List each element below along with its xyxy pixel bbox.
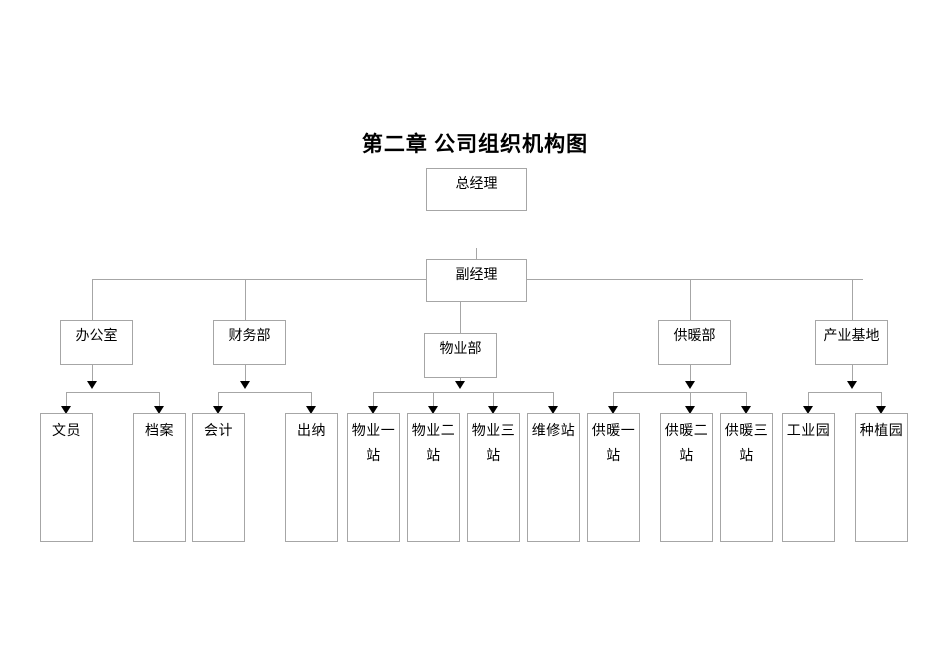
arrow-stem-industrial-base — [847, 381, 857, 389]
drop-to-heating — [690, 279, 691, 324]
arrow-to-archives — [154, 406, 164, 414]
bus-deputy-left — [92, 279, 427, 280]
arrow-to-heating-station-1 — [608, 406, 618, 414]
drop-to-office — [92, 279, 93, 324]
drop-to-accountant — [218, 392, 219, 410]
node-department-property[interactable]: 物业部 — [424, 333, 497, 378]
drop-to-clerk — [66, 392, 67, 410]
stem-finance — [245, 365, 246, 385]
arrow-to-planting-park — [876, 406, 886, 414]
drop-to-property-station-1 — [373, 392, 374, 410]
drop-to-property — [460, 302, 461, 337]
arrow-stem-finance — [240, 381, 250, 389]
node-unit-archives[interactable]: 档案 — [133, 413, 186, 542]
arrow-to-cashier — [306, 406, 316, 414]
arrow-to-heating-station-2 — [685, 406, 695, 414]
node-department-finance[interactable]: 财务部 — [213, 320, 286, 365]
drop-to-property-station-3 — [493, 392, 494, 410]
arrow-stem-property — [455, 381, 465, 389]
drop-to-repair-station — [553, 392, 554, 410]
arrow-to-repair-station — [548, 406, 558, 414]
bus-deputy-right — [527, 279, 863, 280]
drop-to-heating-station-1 — [613, 392, 614, 410]
drop-to-heating-station-2 — [690, 392, 691, 410]
stem-heating — [690, 365, 691, 385]
node-label: 供暖一站 — [591, 424, 636, 464]
node-label: 副经理 — [455, 268, 498, 283]
drop-to-industrial-base — [852, 279, 853, 324]
node-unit-heating-station-2[interactable]: 供暖二站 — [660, 413, 713, 542]
node-department-office[interactable]: 办公室 — [60, 320, 133, 365]
drop-to-property-station-2 — [433, 392, 434, 410]
bus-industrial-base-children — [808, 392, 881, 393]
arrow-stem-heating — [685, 381, 695, 389]
arrow-stem-office — [87, 381, 97, 389]
drop-to-archives — [159, 392, 160, 410]
page-title: 第二章 公司组织机构图 — [361, 132, 589, 156]
node-unit-planting-park[interactable]: 种植园 — [855, 413, 908, 542]
bus-office-children — [66, 392, 159, 393]
node-label: 供暖部 — [673, 329, 716, 344]
node-label: 供暖三站 — [724, 424, 769, 464]
node-unit-cashier[interactable]: 出纳 — [285, 413, 338, 542]
node-unit-accountant[interactable]: 会计 — [192, 413, 245, 542]
node-unit-heating-station-3[interactable]: 供暖三站 — [720, 413, 773, 542]
node-unit-industrial-park[interactable]: 工业园 — [782, 413, 835, 542]
node-label: 维修站 — [531, 424, 576, 439]
arrow-to-industrial-park — [803, 406, 813, 414]
arrow-to-property-station-1 — [368, 406, 378, 414]
node-label: 物业三站 — [471, 424, 516, 464]
node-label: 工业园 — [786, 424, 831, 439]
arrow-to-property-station-2 — [428, 406, 438, 414]
arrow-to-accountant — [213, 406, 223, 414]
drop-to-heating-station-3 — [746, 392, 747, 410]
arrow-to-clerk — [61, 406, 71, 414]
stem-office — [92, 365, 93, 385]
node-label: 种植园 — [859, 424, 904, 439]
node-label: 物业二站 — [411, 424, 456, 464]
node-label: 会计 — [204, 424, 233, 439]
drop-to-finance — [245, 279, 246, 324]
node-label: 产业基地 — [823, 329, 880, 344]
node-unit-repair-station[interactable]: 维修站 — [527, 413, 580, 542]
node-deputy-manager[interactable]: 副经理 — [426, 259, 527, 302]
drop-to-cashier — [311, 392, 312, 410]
node-label: 物业一站 — [351, 424, 396, 464]
node-general-manager[interactable]: 总经理 — [426, 168, 527, 211]
arrow-to-property-station-3 — [488, 406, 498, 414]
node-unit-heating-station-1[interactable]: 供暖一站 — [587, 413, 640, 542]
node-label: 物业部 — [439, 342, 482, 357]
bus-finance-children — [218, 392, 311, 393]
bus-heating-children — [613, 392, 747, 393]
stem-industrial-base — [852, 365, 853, 385]
arrow-to-heating-station-3 — [741, 406, 751, 414]
drop-to-planting-park — [881, 392, 882, 410]
node-unit-property-station-2[interactable]: 物业二站 — [407, 413, 460, 542]
drop-to-industrial-park — [808, 392, 809, 410]
node-label: 供暖二站 — [664, 424, 709, 464]
node-label: 总经理 — [455, 177, 498, 192]
node-label: 财务部 — [228, 329, 271, 344]
node-department-industrial-base[interactable]: 产业基地 — [815, 320, 888, 365]
node-unit-property-station-1[interactable]: 物业一站 — [347, 413, 400, 542]
node-unit-property-station-3[interactable]: 物业三站 — [467, 413, 520, 542]
node-label: 文员 — [52, 424, 81, 439]
node-department-heating[interactable]: 供暖部 — [658, 320, 731, 365]
node-label: 办公室 — [75, 329, 118, 344]
node-label: 档案 — [145, 424, 174, 439]
node-unit-clerk[interactable]: 文员 — [40, 413, 93, 542]
bus-property-children — [373, 392, 554, 393]
node-label: 出纳 — [297, 424, 326, 439]
